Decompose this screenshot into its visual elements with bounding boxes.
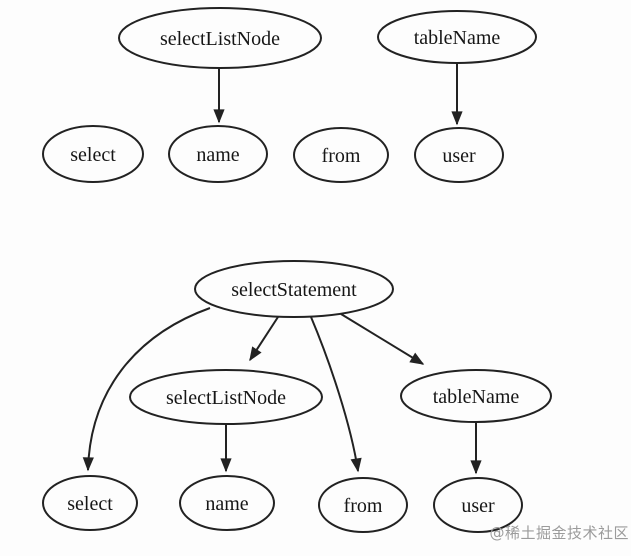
ellipse (194, 260, 394, 318)
node-top-selectlistnode: selectListNode (118, 7, 322, 69)
ellipse (168, 125, 268, 183)
node-bottom-from: from (318, 477, 408, 533)
node-bottom-select: select (42, 475, 138, 531)
ellipse (118, 7, 322, 69)
ellipse (293, 127, 389, 183)
ellipse (377, 10, 537, 64)
diagram-top: selectListNode tableName select name fro… (42, 7, 537, 183)
node-label: selectStatement (231, 279, 357, 301)
ellipse (400, 369, 552, 423)
ellipse (414, 127, 504, 183)
edge-bottom-selectstatement-to-selectlistnode (249, 316, 279, 362)
node-label: name (205, 493, 248, 515)
edge-bottom-selectstatement-to-from (310, 316, 362, 473)
node-top-select: select (42, 125, 144, 183)
node-top-tablename: tableName (377, 10, 537, 64)
ellipse (129, 369, 323, 425)
ellipse (318, 477, 408, 533)
node-label: tableName (433, 386, 520, 408)
edge-bottom-selectstatement-to-tablename (340, 313, 425, 365)
node-top-from: from (293, 127, 389, 183)
ellipse (179, 475, 275, 531)
node-bottom-selectstatement: selectStatement (194, 260, 394, 318)
ellipse (42, 125, 144, 183)
edge-bottom-selectstatement-to-select (82, 307, 211, 472)
node-bottom-name: name (179, 475, 275, 531)
node-label: user (442, 145, 476, 167)
node-bottom-tablename: tableName (400, 369, 552, 423)
node-bottom-user: user (433, 477, 523, 533)
node-label: tableName (414, 27, 501, 49)
ellipse (42, 475, 138, 531)
node-label: from (322, 145, 361, 167)
node-label: from (344, 495, 383, 517)
node-label: name (196, 144, 239, 166)
node-label: select (70, 144, 116, 166)
node-label: selectListNode (166, 387, 286, 409)
node-label: selectListNode (160, 28, 280, 50)
diagram-bottom: selectStatement selectListNode tableName… (42, 260, 552, 533)
node-top-name: name (168, 125, 268, 183)
juejin-watermark: @稀土掘金技术社区 (489, 524, 629, 542)
ellipse (433, 477, 523, 533)
node-label: select (67, 493, 113, 515)
node-label: user (461, 495, 495, 517)
node-bottom-selectlistnode: selectListNode (129, 369, 323, 425)
node-top-user: user (414, 127, 504, 183)
